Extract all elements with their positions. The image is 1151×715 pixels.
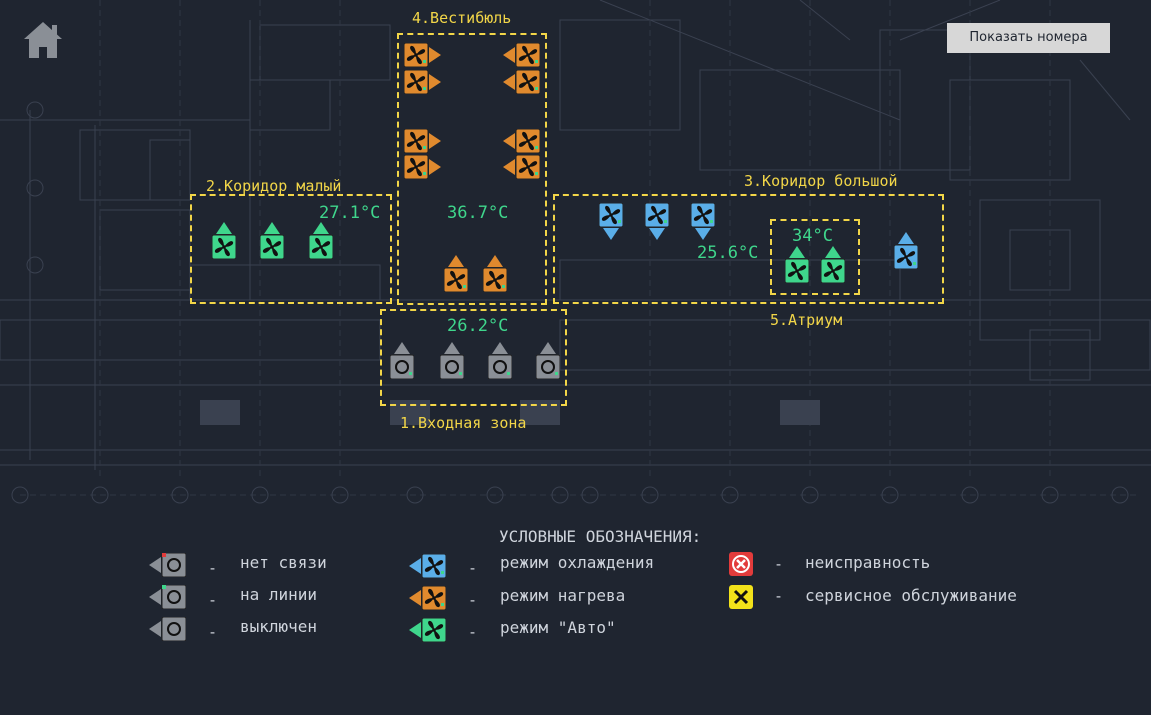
zone-corridor-small[interactable] [190, 194, 392, 304]
hvac-unit-off[interactable] [487, 341, 513, 383]
temperature-corridor-small: 27.1°C [319, 203, 381, 223]
legend-fault: неисправность [805, 553, 931, 572]
legend-dash-cooling: - [468, 559, 478, 577]
zone-label-vestibule: 4.Вестибюль [412, 9, 512, 27]
no-connection-icon [148, 552, 187, 581]
hvac-unit-cool[interactable] [690, 202, 716, 245]
legend-title: УСЛОВНЫЕ ОБОЗНАЧЕНИЯ: [499, 527, 702, 546]
legend-dash-auto: - [468, 623, 478, 641]
legend-online: на линии [240, 585, 318, 604]
hvac-unit-auto[interactable] [259, 221, 285, 263]
zone-label-corridor-large: 3.Коридор большой [744, 172, 898, 190]
online-icon [148, 584, 187, 613]
hvac-unit-cool[interactable] [598, 202, 624, 245]
hvac-unit-off[interactable] [389, 341, 415, 383]
legend-dash-heating: - [468, 591, 478, 609]
hvac-unit-heat[interactable] [482, 254, 508, 296]
hvac-unit-heat[interactable] [403, 154, 442, 183]
heating-icon [408, 585, 447, 614]
zone-atrium[interactable] [770, 219, 860, 295]
home-icon[interactable] [22, 20, 64, 60]
show-numbers-button[interactable]: Показать номера [947, 23, 1110, 53]
hvac-unit-auto[interactable] [308, 221, 334, 263]
zone-label-corridor-small: 2.Коридор малый [206, 177, 342, 195]
cooling-icon [408, 553, 447, 582]
service-icon [729, 585, 753, 613]
hvac-unit-cool[interactable] [644, 202, 670, 245]
legend-heating: режим нагрева [500, 586, 626, 605]
hvac-unit-heat[interactable] [443, 254, 469, 296]
hvac-unit-heat[interactable] [502, 69, 541, 98]
temperature-entrance: 26.2°C [447, 316, 509, 336]
temperature-corridor-large: 25.6°C [697, 243, 759, 263]
zone-label-atrium: 5.Атриум [770, 311, 843, 329]
legend-dash-off: - [208, 623, 218, 641]
legend-dash-online: - [208, 591, 218, 609]
legend-dash-service: - [774, 587, 784, 605]
off-icon [148, 616, 187, 645]
legend-auto: режим "Авто" [500, 618, 616, 637]
legend-service: сервисное обслуживание [805, 586, 1017, 605]
zone-vestibule[interactable] [397, 33, 547, 305]
fault-icon [729, 552, 753, 580]
hvac-unit-heat[interactable] [403, 69, 442, 98]
hvac-unit-heat[interactable] [502, 42, 541, 71]
auto-icon [408, 617, 447, 646]
hvac-unit-heat[interactable] [403, 128, 442, 157]
hvac-unit-heat[interactable] [403, 42, 442, 71]
temperature-vestibule: 36.7°C [447, 203, 509, 223]
hvac-unit-auto[interactable] [784, 245, 810, 287]
legend-cooling: режим охлаждения [500, 553, 655, 572]
hvac-unit-auto[interactable] [211, 221, 237, 263]
legend-dash-no-connection: - [208, 559, 218, 577]
zone-corridor-large[interactable] [553, 194, 944, 304]
zone-label-entrance: 1.Входная зона [400, 414, 527, 432]
hvac-unit-heat[interactable] [502, 128, 541, 157]
legend-dash-fault: - [774, 555, 784, 573]
zone-entrance[interactable] [380, 309, 567, 406]
hvac-unit-cool[interactable] [893, 231, 919, 273]
hvac-unit-auto[interactable] [820, 245, 846, 287]
legend-no-connection: нет связи [240, 553, 327, 572]
legend-off: выключен [240, 617, 318, 636]
hvac-unit-off[interactable] [439, 341, 465, 383]
temperature-atrium: 34°C [792, 226, 833, 246]
hvac-unit-heat[interactable] [502, 154, 541, 183]
hvac-unit-off[interactable] [535, 341, 561, 383]
